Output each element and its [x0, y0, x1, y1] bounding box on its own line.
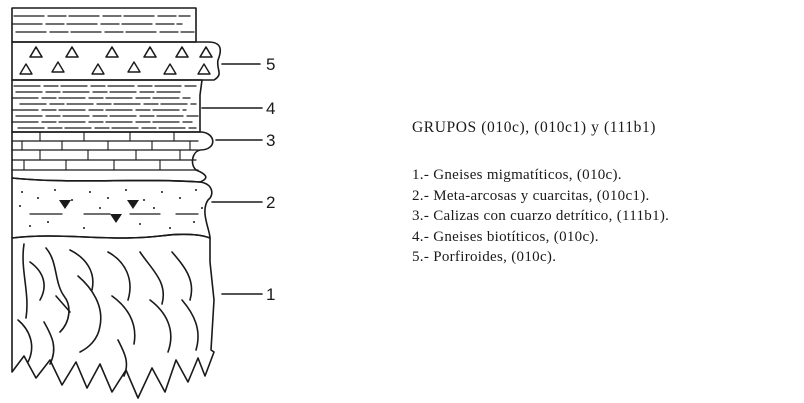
label-layer-4: 4 [266, 99, 275, 118]
legend-item-4: 4.- Gneises biotíticos, (010c). [412, 227, 804, 248]
legend-item-5: 5.- Porfiroides, (010c). [412, 247, 804, 268]
legend-item-1: 1.- Gneises migmatíticos, (010c). [412, 165, 804, 186]
layer-1-migmatitic-gneiss [12, 234, 214, 398]
legend-item-3: 3.- Calizas con cuarzo detrítico, (111b1… [412, 206, 804, 227]
layer-2-meta-arkose [12, 178, 212, 238]
label-layer-3: 3 [266, 131, 275, 150]
label-leaders [202, 64, 262, 294]
label-layer-5: 5 [266, 55, 275, 74]
layer-3-limestone [12, 132, 213, 182]
legend-title: GRUPOS (010c), (010c1) y (111b1) [412, 119, 804, 137]
legend-item-2: 2.- Meta-arcosas y cuarcitas, (010c1). [412, 186, 804, 207]
top-beds [12, 8, 196, 42]
label-layer-1: 1 [266, 285, 275, 304]
legend: GRUPOS (010c), (010c1) y (111b1) 1.- Gne… [412, 119, 804, 268]
stratigraphic-column: 5 4 3 2 1 [0, 0, 300, 403]
layer-5-porphyroids [12, 42, 220, 80]
layer-4-biotite-gneiss [12, 80, 202, 132]
label-layer-2: 2 [266, 193, 275, 212]
